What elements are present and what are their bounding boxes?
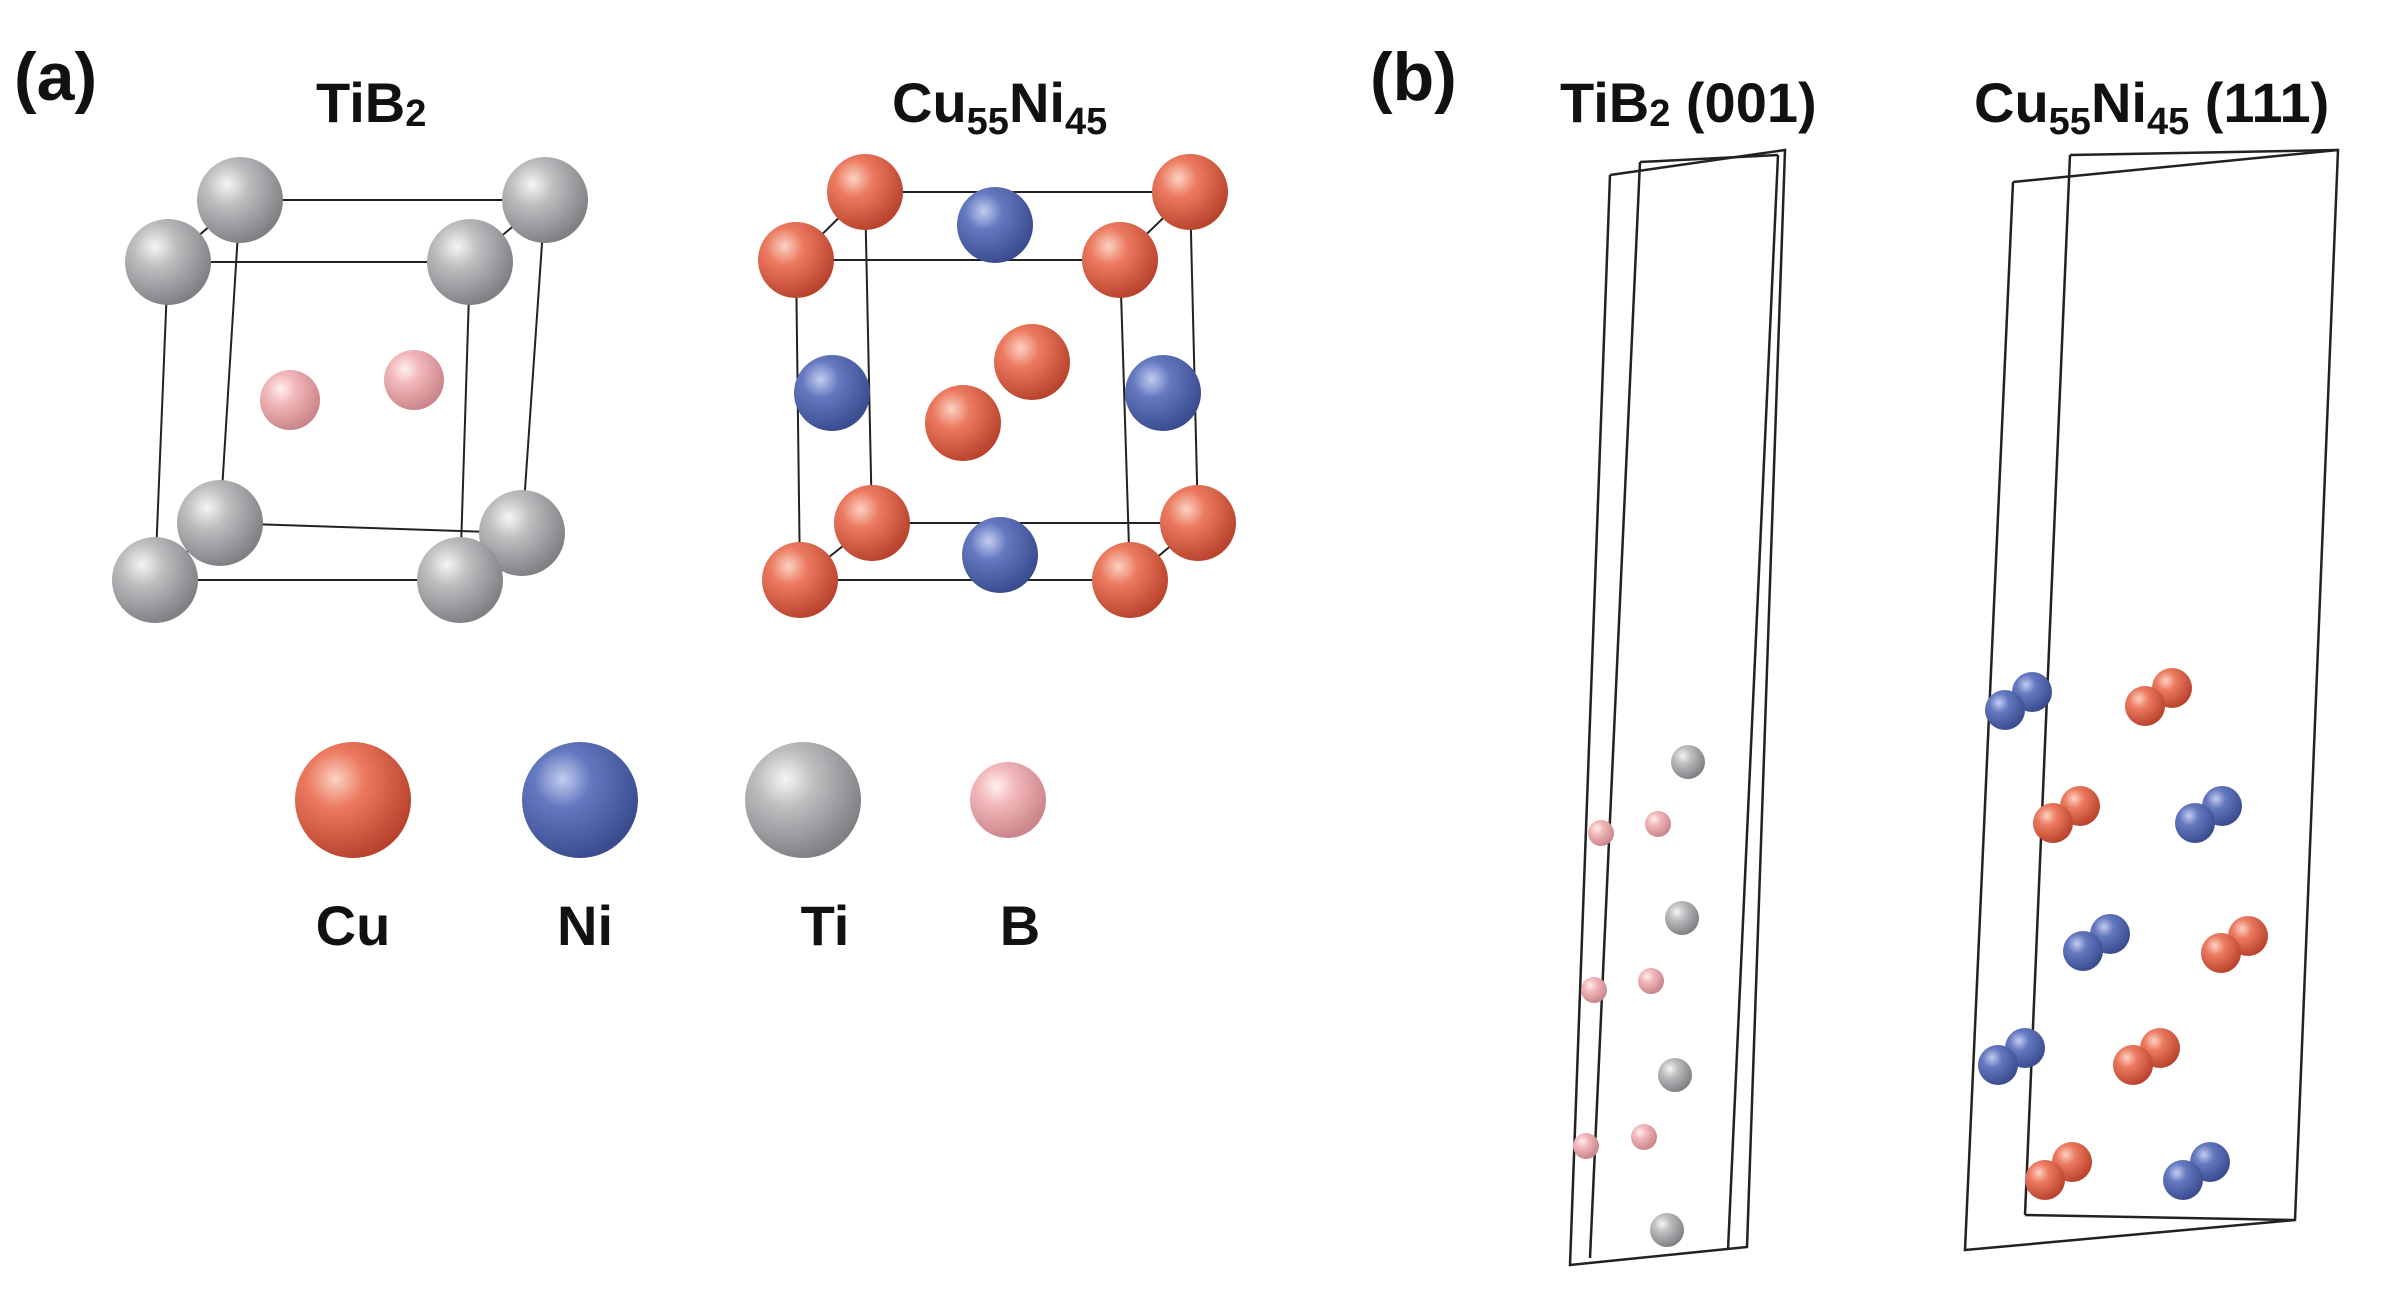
- ni-atom: [1985, 690, 2025, 730]
- cu-atom: [2033, 803, 2073, 843]
- legend-cu-label: Cu: [316, 894, 391, 957]
- ti-atom: [502, 157, 588, 243]
- cu-atom: [1152, 154, 1228, 230]
- cu-atom: [2025, 1160, 2065, 1200]
- ti-atom: [427, 219, 513, 305]
- b-atom: [260, 370, 320, 430]
- cu-atom: [762, 542, 838, 618]
- tib2-slab: [1568, 148, 1787, 1267]
- legend-ti-label: Ti: [801, 894, 850, 957]
- cu-atom: [758, 222, 834, 298]
- ni-atom: [1125, 355, 1201, 431]
- cu-atom: [2125, 686, 2165, 726]
- ni-atom: [1978, 1045, 2018, 1085]
- ti-atom: [125, 219, 211, 305]
- ti-atom: [1658, 1058, 1692, 1092]
- panel-a-label: (a): [14, 39, 97, 115]
- b-atom: [1631, 1124, 1657, 1150]
- b-atom: [1573, 1133, 1599, 1159]
- ti-atom: [1665, 901, 1699, 935]
- ti-atom: [197, 157, 283, 243]
- cu-atom: [1092, 542, 1168, 618]
- b-atom: [384, 350, 444, 410]
- legend-b-label: B: [1000, 894, 1040, 957]
- cu-atom: [2113, 1045, 2153, 1085]
- ti-atom: [1671, 745, 1705, 779]
- ti-atom: [479, 490, 565, 576]
- b-atom: [1645, 811, 1671, 837]
- b-atom: [1588, 820, 1614, 846]
- cu-atom: [1160, 485, 1236, 561]
- ni-atom: [962, 517, 1038, 593]
- cu-atom: [1082, 222, 1158, 298]
- cu-atom: [2201, 933, 2241, 973]
- tib2-slab-edges: [1568, 148, 1787, 1267]
- cu-atom: [925, 385, 1001, 461]
- legend-ni-label: Ni: [557, 894, 613, 957]
- ti-atom: [417, 537, 503, 623]
- legend-cu-sphere: [295, 742, 411, 858]
- ni-atom: [2163, 1160, 2203, 1200]
- ti-atom: [112, 537, 198, 623]
- legend-ti-sphere: [745, 742, 861, 858]
- tib2-unit-cell: [112, 157, 588, 623]
- ni-atom: [794, 355, 870, 431]
- ti-atom: [177, 480, 263, 566]
- cu-atom: [827, 154, 903, 230]
- b-atom: [1638, 968, 1664, 994]
- ni-atom: [2175, 803, 2215, 843]
- legend: Cu Ni Ti B: [295, 742, 1046, 957]
- cu-atom: [834, 485, 910, 561]
- ni-atom: [957, 187, 1033, 263]
- cuni-slab: [1963, 148, 2340, 1252]
- legend-ni-sphere: [522, 742, 638, 858]
- panel-b-label: (b): [1370, 39, 1457, 115]
- ti-atom: [1650, 1213, 1684, 1247]
- cuni-unit-cell: [758, 154, 1236, 618]
- cu-atom: [994, 324, 1070, 400]
- tib2-slab-title: TiB2 (001): [1560, 71, 1817, 135]
- cuni-title: Cu55Ni45: [892, 71, 1107, 143]
- tib2-title: TiB2: [316, 71, 426, 135]
- legend-b-sphere: [970, 762, 1046, 838]
- b-atom: [1581, 977, 1607, 1003]
- cuni-slab-title: Cu55Ni45 (111): [1974, 71, 2329, 143]
- ni-atom: [2063, 931, 2103, 971]
